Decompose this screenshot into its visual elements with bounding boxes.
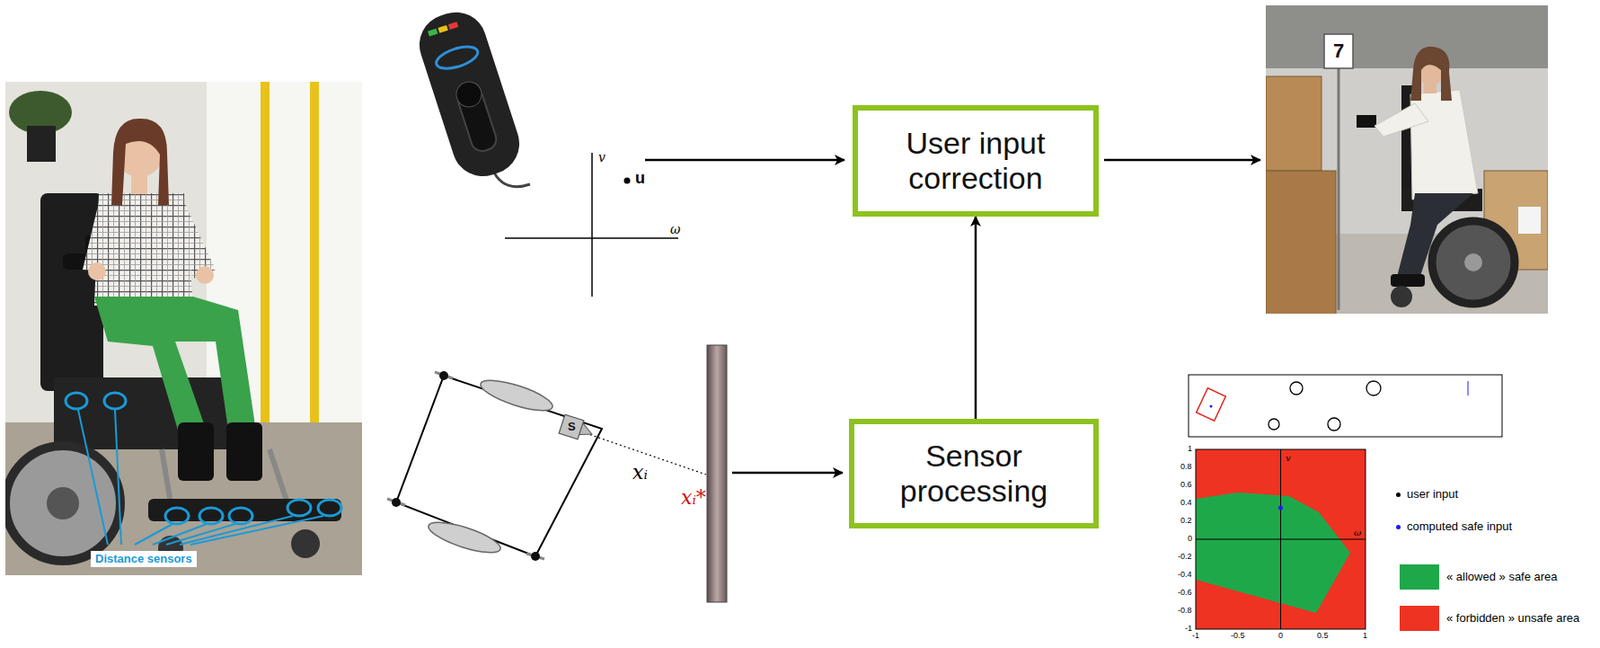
- joystick-picture: [411, 4, 531, 187]
- axis-label: v: [598, 150, 606, 165]
- user-photo: [1265, 5, 1548, 314]
- signal-name: u: [635, 169, 646, 188]
- tick-label: -0.8: [1177, 606, 1193, 616]
- legend-label: « allowed » safe area: [1446, 570, 1558, 584]
- tick-label: 0.5: [1317, 631, 1329, 641]
- distance-label: xᵢ: [632, 461, 648, 484]
- user-input-dot: [624, 177, 631, 185]
- axis-label: ω: [670, 222, 681, 237]
- tick-label: -0.2: [1177, 552, 1193, 562]
- text-stack: User input correction: [872, 125, 1079, 196]
- legend-swatch: [1399, 605, 1440, 631]
- legend-label: « forbidden » unsafe area: [1446, 611, 1580, 625]
- tick-label: -1: [1192, 631, 1200, 641]
- map-panel: [1188, 374, 1503, 437]
- tick-label: 1: [1362, 631, 1368, 641]
- tick-label: 0.2: [1180, 516, 1193, 526]
- process-box: User input correction: [852, 105, 1099, 217]
- tick-label: 0.6: [1180, 480, 1193, 490]
- wheelchair-photo: [5, 81, 363, 575]
- tick-label: -1: [1184, 624, 1193, 634]
- input-axes: [504, 152, 679, 297]
- tick-label: -0.4: [1177, 570, 1193, 580]
- legend-label: computed safe input: [1406, 520, 1512, 533]
- axis-label: ω: [1353, 527, 1362, 538]
- sensor-name: S: [567, 420, 576, 434]
- flow-arrow: [974, 216, 978, 419]
- legend-swatch: [1399, 564, 1440, 590]
- legend-label: user input: [1406, 487, 1459, 501]
- distance-label: xᵢ*: [680, 486, 707, 509]
- box-label: User input correction: [872, 125, 1079, 196]
- legend-dot: [1396, 524, 1401, 530]
- wheelchair-schematic: [387, 344, 727, 602]
- legend-dot: [1396, 492, 1401, 497]
- tick-label: 0.8: [1180, 462, 1193, 472]
- tick-label: 1: [1187, 444, 1193, 454]
- box-label: Sensor processing: [870, 438, 1078, 509]
- axis-label: v: [1285, 452, 1291, 463]
- tick-label: 0.4: [1180, 498, 1193, 508]
- tick-label: 0: [1278, 631, 1283, 641]
- text-stack: Sensor processing: [870, 438, 1078, 509]
- tick-label: 0: [1187, 534, 1193, 544]
- callout-label: Distance sensors: [90, 550, 197, 567]
- tick-label: -0.5: [1230, 631, 1246, 641]
- tick-label: -0.6: [1177, 588, 1193, 598]
- safe-input-chart: [1195, 449, 1366, 629]
- sign-number: 7: [1333, 40, 1344, 62]
- process-box: Sensor processing: [848, 418, 1099, 529]
